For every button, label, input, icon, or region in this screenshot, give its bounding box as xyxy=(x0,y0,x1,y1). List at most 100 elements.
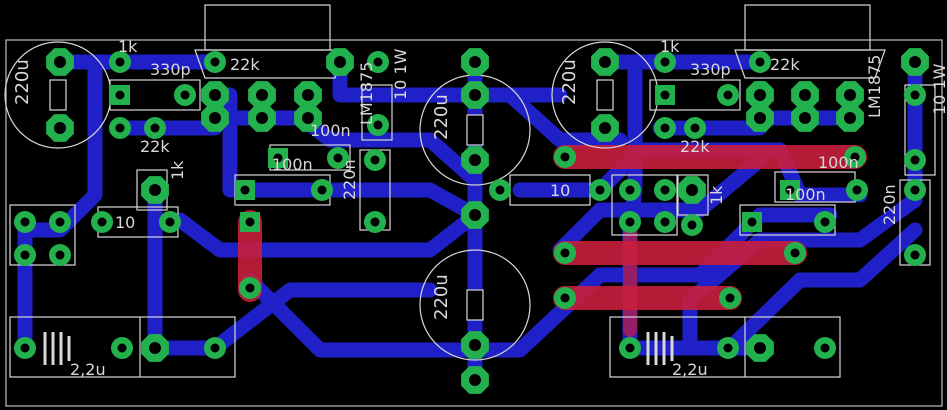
label-r4: 1k xyxy=(168,160,187,180)
pad-drill-hole xyxy=(910,185,920,195)
pad-drill-hole xyxy=(660,217,670,227)
filmcap-c8-outline xyxy=(9,316,236,378)
label-c9: 220u xyxy=(559,59,580,105)
cap-c10-outline xyxy=(649,79,741,111)
label-c11: 100n xyxy=(818,153,859,172)
pad-drill-hole xyxy=(754,89,766,101)
label-c10: 330p xyxy=(690,60,731,79)
pad-drill-hole xyxy=(469,374,481,386)
elcap-c7-body xyxy=(466,289,484,321)
pad-drill-hole xyxy=(625,185,635,195)
label-r12: 1k xyxy=(707,185,726,205)
pad-drill-hole xyxy=(625,217,635,227)
filmcap-c14-symbol xyxy=(646,332,674,365)
pad-drill-hole xyxy=(820,217,830,227)
pad-drill-hole xyxy=(844,112,856,124)
pad-drill-hole xyxy=(302,112,314,124)
pad-drill-hole xyxy=(687,220,697,230)
pad-drill-hole xyxy=(660,90,670,100)
pads-layer xyxy=(14,48,929,394)
trace-right-diag xyxy=(552,152,768,258)
pad-drill-hole xyxy=(910,90,920,100)
pad-drill-hole xyxy=(149,342,161,354)
pad-drill-hole xyxy=(149,184,161,196)
label-r6: 10 xyxy=(115,213,135,232)
pad-drill-hole xyxy=(595,185,605,195)
filmcap-c14-outline xyxy=(609,316,841,378)
pad-drill-hole xyxy=(55,250,65,260)
elcap-c7-outline xyxy=(419,249,531,361)
pad-drill-hole xyxy=(256,89,268,101)
pad-drill-hole xyxy=(495,185,505,195)
pad-drill-hole xyxy=(97,217,107,227)
pad-drill-hole xyxy=(660,123,670,133)
pad-drill-hole xyxy=(117,343,127,353)
pad-drill-hole xyxy=(686,184,698,196)
pad-drill-hole xyxy=(373,57,383,67)
elcap-c6-body xyxy=(466,114,484,146)
label-c13: 220n xyxy=(880,184,899,225)
label-r1: 1k xyxy=(118,37,138,56)
pad-drill-hole xyxy=(723,90,733,100)
pad-drill-hole xyxy=(660,185,670,195)
conn-left-input-outline xyxy=(9,204,76,266)
pad-drill-hole xyxy=(790,248,800,258)
pad-drill-hole xyxy=(55,217,65,227)
pad-drill-hole xyxy=(165,217,175,227)
pad-drill-hole xyxy=(256,112,268,124)
res-r5-outline xyxy=(361,84,393,141)
label-r7: 1k xyxy=(660,37,680,56)
pad-drill-hole xyxy=(115,90,125,100)
labels-layer: 220u 1k 330p 22k 22k 1k 100n 100n 220n 1… xyxy=(12,37,947,379)
label-ic2: LM1875 xyxy=(865,55,884,118)
label-r11: 10 xyxy=(550,181,570,200)
pad-drill-hole xyxy=(209,112,221,124)
pad-drill-hole xyxy=(54,56,66,68)
label-r5: 10 1W xyxy=(391,48,410,100)
label-r8: 22k xyxy=(770,55,800,74)
pad-drill-hole xyxy=(317,185,327,195)
pad-drill-hole xyxy=(747,217,757,227)
top-copper-layer xyxy=(238,145,867,337)
pad-drill-hole xyxy=(799,112,811,124)
res-r10-outline xyxy=(904,84,936,176)
pad-drill-hole xyxy=(302,89,314,101)
trace-left-bottom-loop xyxy=(147,282,438,356)
pad-drill-hole xyxy=(560,293,570,303)
pad-drill-hole xyxy=(273,153,283,163)
pad-drill-hole xyxy=(723,343,733,353)
label-c14: 2,2u xyxy=(672,360,708,379)
pad-drill-hole xyxy=(469,209,481,221)
pad-drill-hole xyxy=(469,89,481,101)
pad-drill-hole xyxy=(370,217,380,227)
pad-drill-hole xyxy=(209,89,221,101)
pad-drill-hole xyxy=(599,122,611,134)
pad-drill-hole xyxy=(785,185,795,195)
pad-drill-hole xyxy=(245,217,255,227)
board-outline xyxy=(5,39,943,407)
label-c2: 330p xyxy=(150,60,191,79)
label-c12: 100n xyxy=(785,185,826,204)
pad-drill-hole xyxy=(150,123,160,133)
label-c4: 100n xyxy=(272,155,313,174)
pad-drill-hole xyxy=(690,123,700,133)
elcap-c9-body xyxy=(596,79,614,111)
pad-drill-hole xyxy=(852,185,862,195)
pad-drill-hole xyxy=(725,293,735,303)
label-c8: 2,2u xyxy=(70,360,106,379)
pad-drill-hole xyxy=(560,152,570,162)
label-r2: 22k xyxy=(230,55,260,74)
label-r3: 22k xyxy=(140,137,170,156)
pad-drill-hole xyxy=(20,250,30,260)
label-c1: 220u xyxy=(12,59,33,105)
pad-drill-hole xyxy=(660,57,670,67)
label-ic1: LM1875 xyxy=(357,62,376,125)
pad-drill-hole xyxy=(115,123,125,133)
label-c3: 100n xyxy=(310,121,351,140)
pad-drill-hole xyxy=(910,250,920,260)
pad-drill-hole xyxy=(469,56,481,68)
pad-drill-hole xyxy=(909,56,921,68)
pad-drill-hole xyxy=(469,339,481,351)
pad-drill-hole xyxy=(20,217,30,227)
